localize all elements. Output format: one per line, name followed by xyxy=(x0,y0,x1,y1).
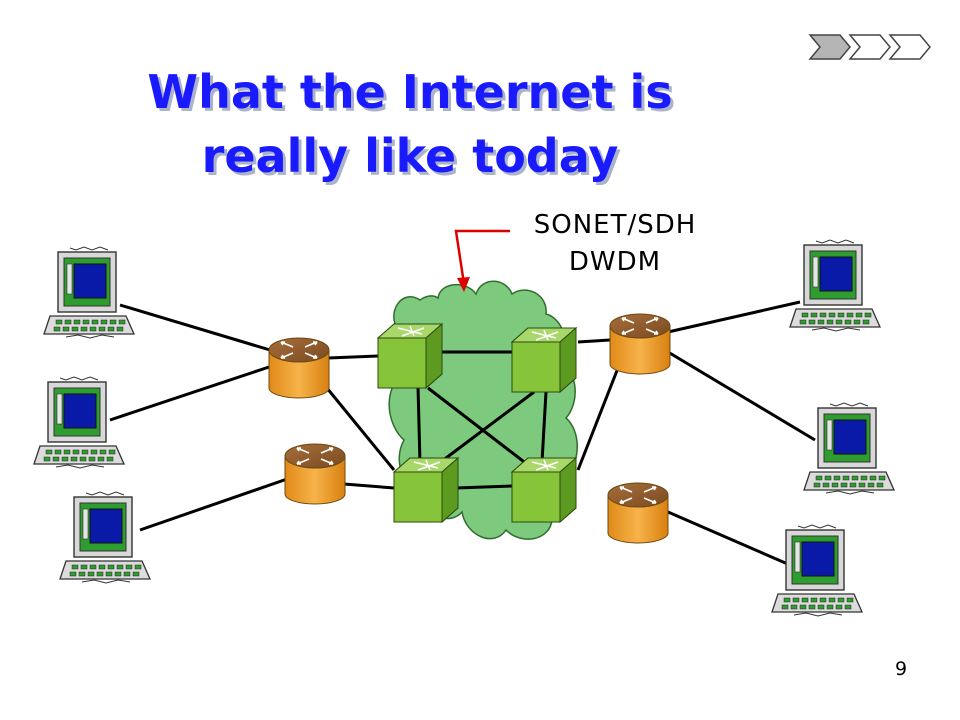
optical-mesh-links xyxy=(416,350,548,490)
link-line xyxy=(577,338,611,344)
computer-icon xyxy=(771,524,863,617)
computer-icon xyxy=(33,376,125,469)
chevron-arrow-icon[interactable] xyxy=(888,34,931,60)
link-line xyxy=(416,385,422,465)
title-line-2: really like today xyxy=(201,129,619,183)
router-icon xyxy=(607,482,669,544)
router-icon xyxy=(284,443,346,505)
link-line xyxy=(667,510,791,567)
core-technology-label: SONET/SDH DWDM xyxy=(500,207,730,281)
chevron-arrow-icon[interactable] xyxy=(848,34,891,60)
page-number: 9 xyxy=(895,658,908,680)
slide-title: What the Internet is really like today xyxy=(60,60,760,188)
link-line xyxy=(429,390,535,472)
link-line xyxy=(667,350,816,442)
link-line xyxy=(576,367,620,471)
title-line-1: What the Internet is xyxy=(147,65,673,119)
annotation-arrow xyxy=(454,229,510,292)
computer-icon xyxy=(59,491,151,584)
router-icon xyxy=(609,313,671,375)
link-line xyxy=(139,476,291,532)
router-switch-links xyxy=(320,338,620,490)
link-line xyxy=(667,300,801,334)
link-line xyxy=(109,364,273,422)
chevron-arrow-icon[interactable] xyxy=(808,34,851,60)
optical-switch-icon xyxy=(393,457,459,523)
computer-icon xyxy=(789,239,881,332)
link-line xyxy=(540,391,548,463)
link-line xyxy=(119,303,271,352)
computer-icon xyxy=(43,246,135,339)
link-line xyxy=(427,386,533,470)
link-line xyxy=(327,354,379,360)
optical-switch-icon xyxy=(377,323,443,389)
link-line xyxy=(455,484,513,490)
optical-switch-icon xyxy=(511,457,577,523)
access-links xyxy=(109,300,816,567)
link-line xyxy=(343,482,395,490)
navigation-chevrons[interactable] xyxy=(808,32,933,62)
link-line xyxy=(320,381,396,471)
sonet-sdh-label: SONET/SDH xyxy=(533,210,697,240)
computer-icon xyxy=(803,402,895,495)
dwdm-label: DWDM xyxy=(568,247,662,277)
optical-switch-icon xyxy=(511,327,577,393)
router-icon xyxy=(268,337,330,399)
